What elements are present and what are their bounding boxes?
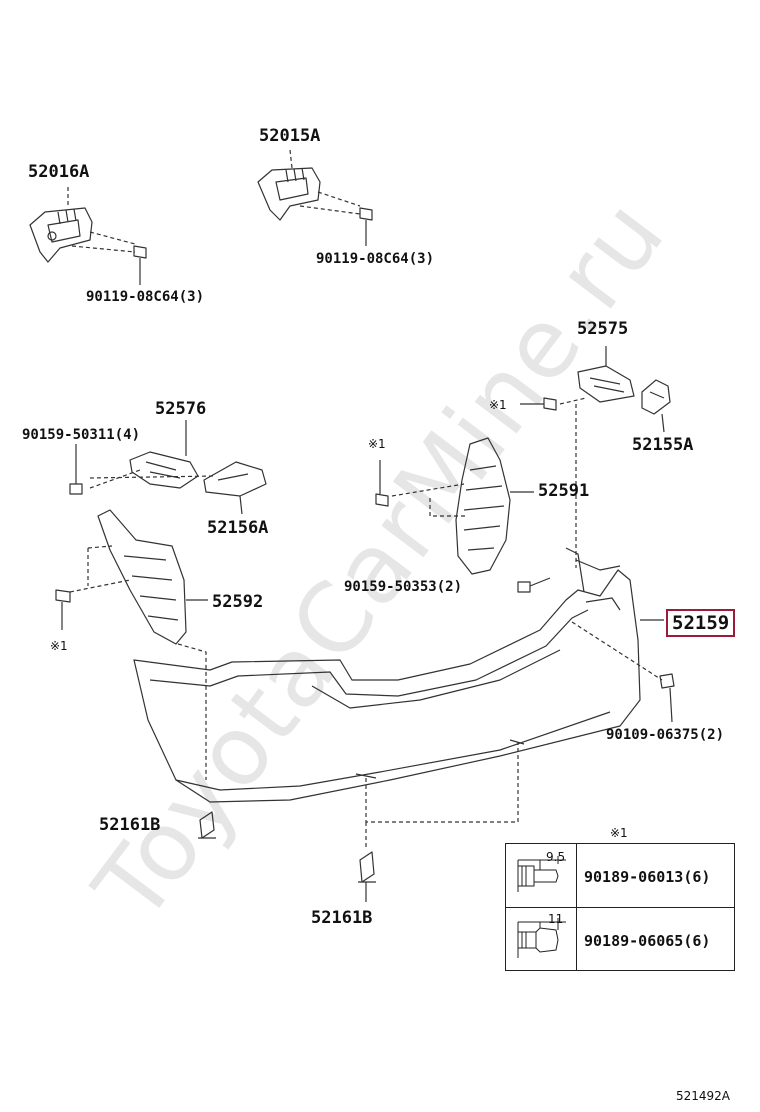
- label-52155A: 52155A: [632, 435, 694, 455]
- label-bolt-upper-left: 90119-08C64(3): [86, 289, 205, 305]
- bracket-52576: [129, 420, 199, 489]
- note-mark-52575: ※1: [489, 398, 507, 412]
- legend-dimension: 11: [548, 912, 564, 926]
- rivet-52161B-bottom: [358, 851, 376, 902]
- label-52161B-left: 52161B: [99, 815, 161, 835]
- retainer-52591: [455, 437, 534, 575]
- label-52156A: 52156A: [207, 518, 269, 538]
- label-bolt-upper-right: 90119-08C64(3): [316, 251, 435, 267]
- label-52161B-bottom: 52161B: [311, 908, 373, 928]
- label-52159-highlighted[interactable]: 52159: [666, 609, 736, 637]
- clip-52575: [520, 397, 557, 411]
- bolt-upper-left: [133, 245, 147, 285]
- note-mark-52591: ※1: [368, 437, 386, 451]
- clip-52592: [55, 589, 71, 630]
- screw-left: [69, 444, 83, 495]
- bracket-52155A: [641, 379, 671, 433]
- bracket-52575: [577, 346, 635, 403]
- fastener-legend-table: 9.5 90189-06013(6) 11 90189-06065(6): [505, 843, 735, 971]
- rivet-52161B-left: [198, 811, 216, 839]
- note-mark-52592: ※1: [50, 639, 68, 653]
- label-52015A: 52015A: [259, 126, 321, 146]
- label-screw-center: 90159-50353(2): [344, 579, 463, 595]
- label-52591: 52591: [538, 481, 590, 501]
- screw-center: [517, 577, 551, 593]
- label-screw-left: 90159-50311(4): [22, 427, 141, 443]
- clip-11-icon: [506, 908, 577, 971]
- legend-part-number: 90189-06013(6): [584, 868, 711, 886]
- bracket-52016A: [29, 207, 93, 263]
- legend-part-number: 90189-06065(6): [584, 932, 711, 950]
- label-52576: 52576: [155, 399, 207, 419]
- retainer-52592: [97, 509, 208, 645]
- reference-code: 521492A: [676, 1089, 731, 1103]
- legend-row: 11 90189-06065(6): [506, 907, 734, 971]
- label-52016A: 52016A: [28, 162, 90, 182]
- clip-52591: [375, 460, 389, 507]
- legend-title: ※1: [610, 826, 628, 840]
- clip-9-5-icon: [506, 844, 577, 907]
- legend-dimension: 9.5: [546, 850, 566, 864]
- label-bolt-right: 90109-06375(2): [606, 727, 725, 743]
- bracket-52015A: [257, 167, 321, 221]
- label-52575: 52575: [577, 319, 629, 339]
- bracket-52156A: [203, 461, 267, 515]
- bolt-upper-right: [359, 207, 373, 246]
- legend-row: 9.5 90189-06013(6): [506, 844, 734, 907]
- bolt-right: [659, 673, 675, 723]
- label-52592: 52592: [212, 592, 264, 612]
